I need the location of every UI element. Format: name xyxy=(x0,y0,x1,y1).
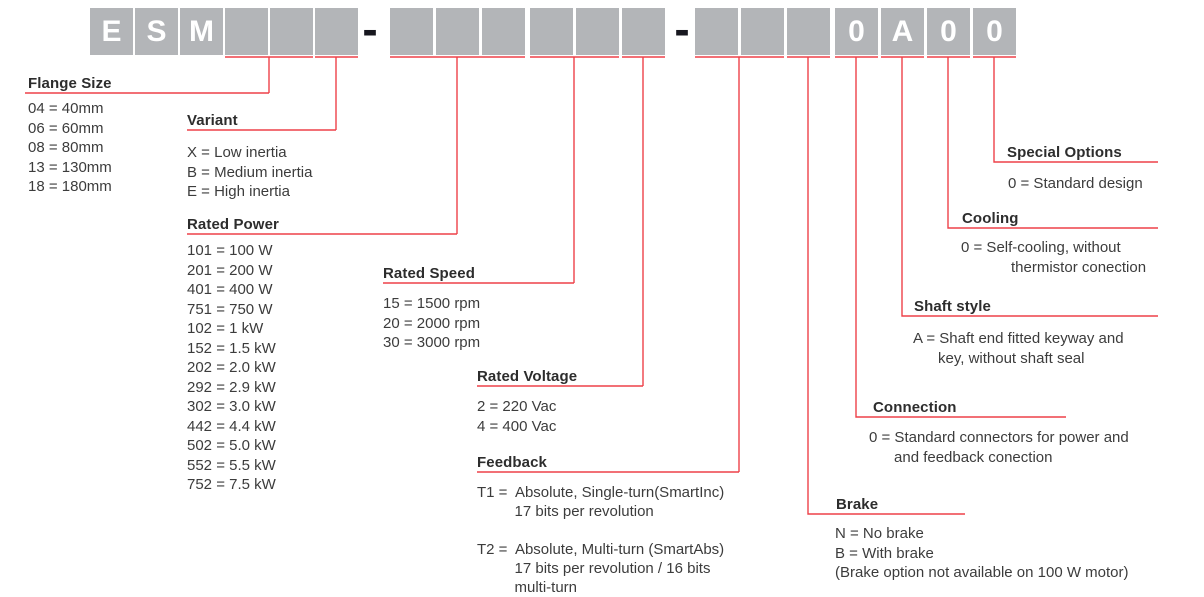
text-line: and feedback conection xyxy=(869,448,1053,466)
code-box-3 xyxy=(225,8,268,55)
cooling-lead-line xyxy=(927,56,1158,229)
code-box-12 xyxy=(695,8,738,55)
text-line: 30 = 3000 rpm xyxy=(383,334,481,351)
code-box-9 xyxy=(530,8,573,55)
rated-power-lead-line xyxy=(187,56,525,235)
code-box-15: 0 xyxy=(835,8,878,55)
code-box-13 xyxy=(741,8,784,55)
text-line: 752 = 7.5 kW xyxy=(187,476,276,493)
code-box-4 xyxy=(270,8,313,55)
text-line: 442 = 4.4 kW xyxy=(187,417,276,435)
special-options-items: 0 = Standard design xyxy=(1008,174,1143,194)
text-line: 202 = 2.0 kW xyxy=(187,359,276,376)
variant-items: X = Low inertia B = Medium inertia E = Hig… xyxy=(187,143,312,202)
variant-title: Variant xyxy=(187,112,238,129)
rated-voltage-items: 2 = 220 Vac 4 = 400 Vac xyxy=(477,397,556,436)
code-box-0: E xyxy=(90,8,133,55)
text-line: thermistor conection xyxy=(961,258,1147,276)
text-line: T2 = Absolute, Multi-turn (SmartAbs) xyxy=(477,541,725,558)
text-line: 751 = 750 W xyxy=(187,300,273,318)
text-line: 201 = 200 W xyxy=(187,261,273,279)
cooling-items: 0 = Self-cooling, without thermistor con… xyxy=(961,238,1146,277)
text-line: 17 bits per revolution / 16 bits xyxy=(477,560,711,577)
code-box-16: A xyxy=(881,8,924,55)
feedback-lead-line xyxy=(477,56,784,473)
text-line: 302 = 3.0 kW xyxy=(187,398,276,415)
rated-power-items: 101 = 100 W 201 = 200 W 401 = 400 W 751 = 7… xyxy=(187,241,276,495)
rated-power-title: Rated Power xyxy=(187,216,279,233)
text-line: 17 bits per revolution xyxy=(477,503,654,520)
brake-title: Brake xyxy=(836,496,879,513)
connection-title: Connection xyxy=(873,399,957,416)
code-box-10 xyxy=(576,8,619,55)
special-options-title: Special Options xyxy=(1007,144,1122,161)
text-line: 0 = Self-cooling, without xyxy=(961,239,1121,256)
shaft-style-title: Shaft style xyxy=(914,298,991,315)
rated-speed-lead-line xyxy=(383,56,619,284)
text-line: 102 = 1 kW xyxy=(187,320,264,337)
code-box-1: S xyxy=(135,8,178,55)
text-line: 15 = 1500 rpm xyxy=(383,295,481,312)
feedback-items: T1 = Absolute, Single-turn(SmartInc) 17 … xyxy=(477,483,724,597)
text-line: 0 = Standard connectors for power and xyxy=(869,429,1129,446)
code-box-17: 0 xyxy=(927,8,970,55)
code-separator-dash-2: - xyxy=(674,3,690,55)
text-line: 04 = 40mm xyxy=(28,100,104,117)
text-line: 101 = 100 W xyxy=(187,242,273,259)
text-line: 401 = 400 W xyxy=(187,281,273,298)
text-line: N = No brake xyxy=(835,525,924,542)
text-line: 502 = 5.0 kW xyxy=(187,437,276,454)
text-line: 06 = 60mm xyxy=(28,119,104,137)
code-separator-dash-1: - xyxy=(362,3,378,55)
code-box-6 xyxy=(390,8,433,55)
rated-voltage-title: Rated Voltage xyxy=(477,368,578,385)
text-line: A = Shaft end fitted keyway and xyxy=(913,330,1124,347)
text-line: X = Low inertia xyxy=(187,144,287,161)
code-box-5 xyxy=(315,8,358,55)
shaft-style-items: A = Shaft end fitted keyway and key, wit… xyxy=(913,329,1124,368)
text-line: 08 = 80mm xyxy=(28,139,104,156)
text-line: multi-turn xyxy=(477,579,578,596)
shaft-style-lead-line xyxy=(881,56,1158,317)
text-line xyxy=(477,521,724,540)
rated-speed-title: Rated Speed xyxy=(383,265,475,282)
text-line: (Brake option not available on 100 W mot… xyxy=(835,564,1129,581)
feedback-title: Feedback xyxy=(477,454,547,471)
text-line: 552 = 5.5 kW xyxy=(187,456,276,474)
flange-size-items: 04 = 40mm 06 = 60mm 08 = 80mm 13 = 130mm 18 … xyxy=(28,99,112,197)
text-line: 292 = 2.9 kW xyxy=(187,378,276,396)
flange-size-title: Flange Size xyxy=(28,75,112,92)
text-line: 4 = 400 Vac xyxy=(477,417,557,435)
code-box-18: 0 xyxy=(973,8,1016,55)
code-box-2: M xyxy=(180,8,223,55)
text-line: 18 = 180mm xyxy=(28,178,112,195)
text-line: key, without shaft seal xyxy=(913,349,1085,367)
text-line: 13 = 130mm xyxy=(28,158,112,176)
brake-lead-line xyxy=(787,56,965,515)
text-line: T1 = Absolute, Single-turn(SmartInc) xyxy=(477,484,725,501)
code-box-7 xyxy=(436,8,479,55)
text-line: 152 = 1.5 kW xyxy=(187,339,276,357)
code-box-11 xyxy=(622,8,665,55)
text-line: B = With brake xyxy=(835,544,934,562)
flange-size-lead-line xyxy=(25,56,313,94)
connection-lead-line xyxy=(835,56,1066,418)
rated-voltage-lead-line xyxy=(477,56,665,387)
code-box-14 xyxy=(787,8,830,55)
text-line: E = High inertia xyxy=(187,183,290,200)
connection-items: 0 = Standard connectors for power and an… xyxy=(869,428,1129,467)
special-options-lead-line xyxy=(973,56,1158,163)
text-line: 0 = Standard design xyxy=(1008,175,1143,192)
text-line: B = Medium inertia xyxy=(187,163,313,181)
text-line: 20 = 2000 rpm xyxy=(383,314,481,332)
variant-lead-line xyxy=(187,56,358,131)
cooling-title: Cooling xyxy=(962,210,1019,227)
text-line: 2 = 220 Vac xyxy=(477,398,557,415)
rated-speed-items: 15 = 1500 rpm 20 = 2000 rpm 30 = 3000 rpm xyxy=(383,294,480,353)
code-box-8 xyxy=(482,8,525,55)
brake-items: N = No brake B = With brake (Brake option … xyxy=(835,524,1129,583)
